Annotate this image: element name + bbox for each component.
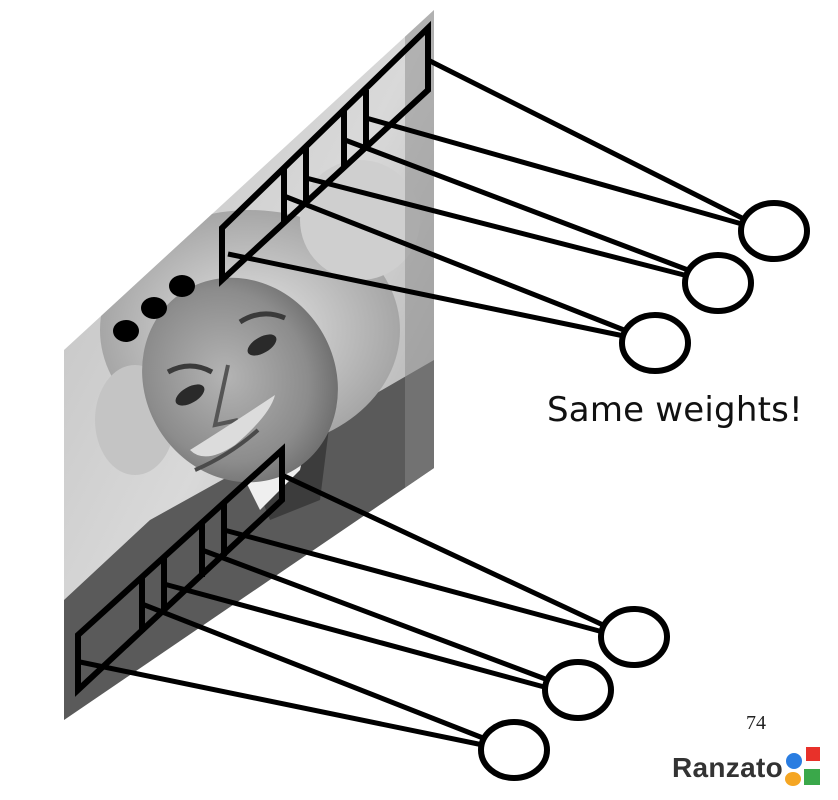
upper-hidden-units — [619, 200, 810, 374]
lower-receptive-fields — [75, 443, 285, 697]
upper-connections — [227, 57, 744, 339]
hidden-unit — [619, 312, 691, 374]
hidden-unit — [478, 719, 550, 781]
lower-window-outline — [75, 443, 285, 697]
hidden-unit — [738, 200, 810, 262]
upper-window-outline — [219, 20, 431, 287]
hidden-unit — [682, 252, 754, 314]
hidden-unit — [598, 606, 670, 668]
ellipsis-dots — [113, 275, 195, 342]
page-number: 74 — [746, 712, 766, 734]
ranzato-logo-icon — [785, 747, 820, 786]
shared-weights-caption: Same weights! — [547, 390, 803, 430]
hidden-unit — [542, 659, 614, 721]
ranzato-logo-text: Ranzato — [672, 752, 783, 783]
lower-hidden-units — [478, 606, 670, 781]
lower-connections — [79, 472, 605, 748]
